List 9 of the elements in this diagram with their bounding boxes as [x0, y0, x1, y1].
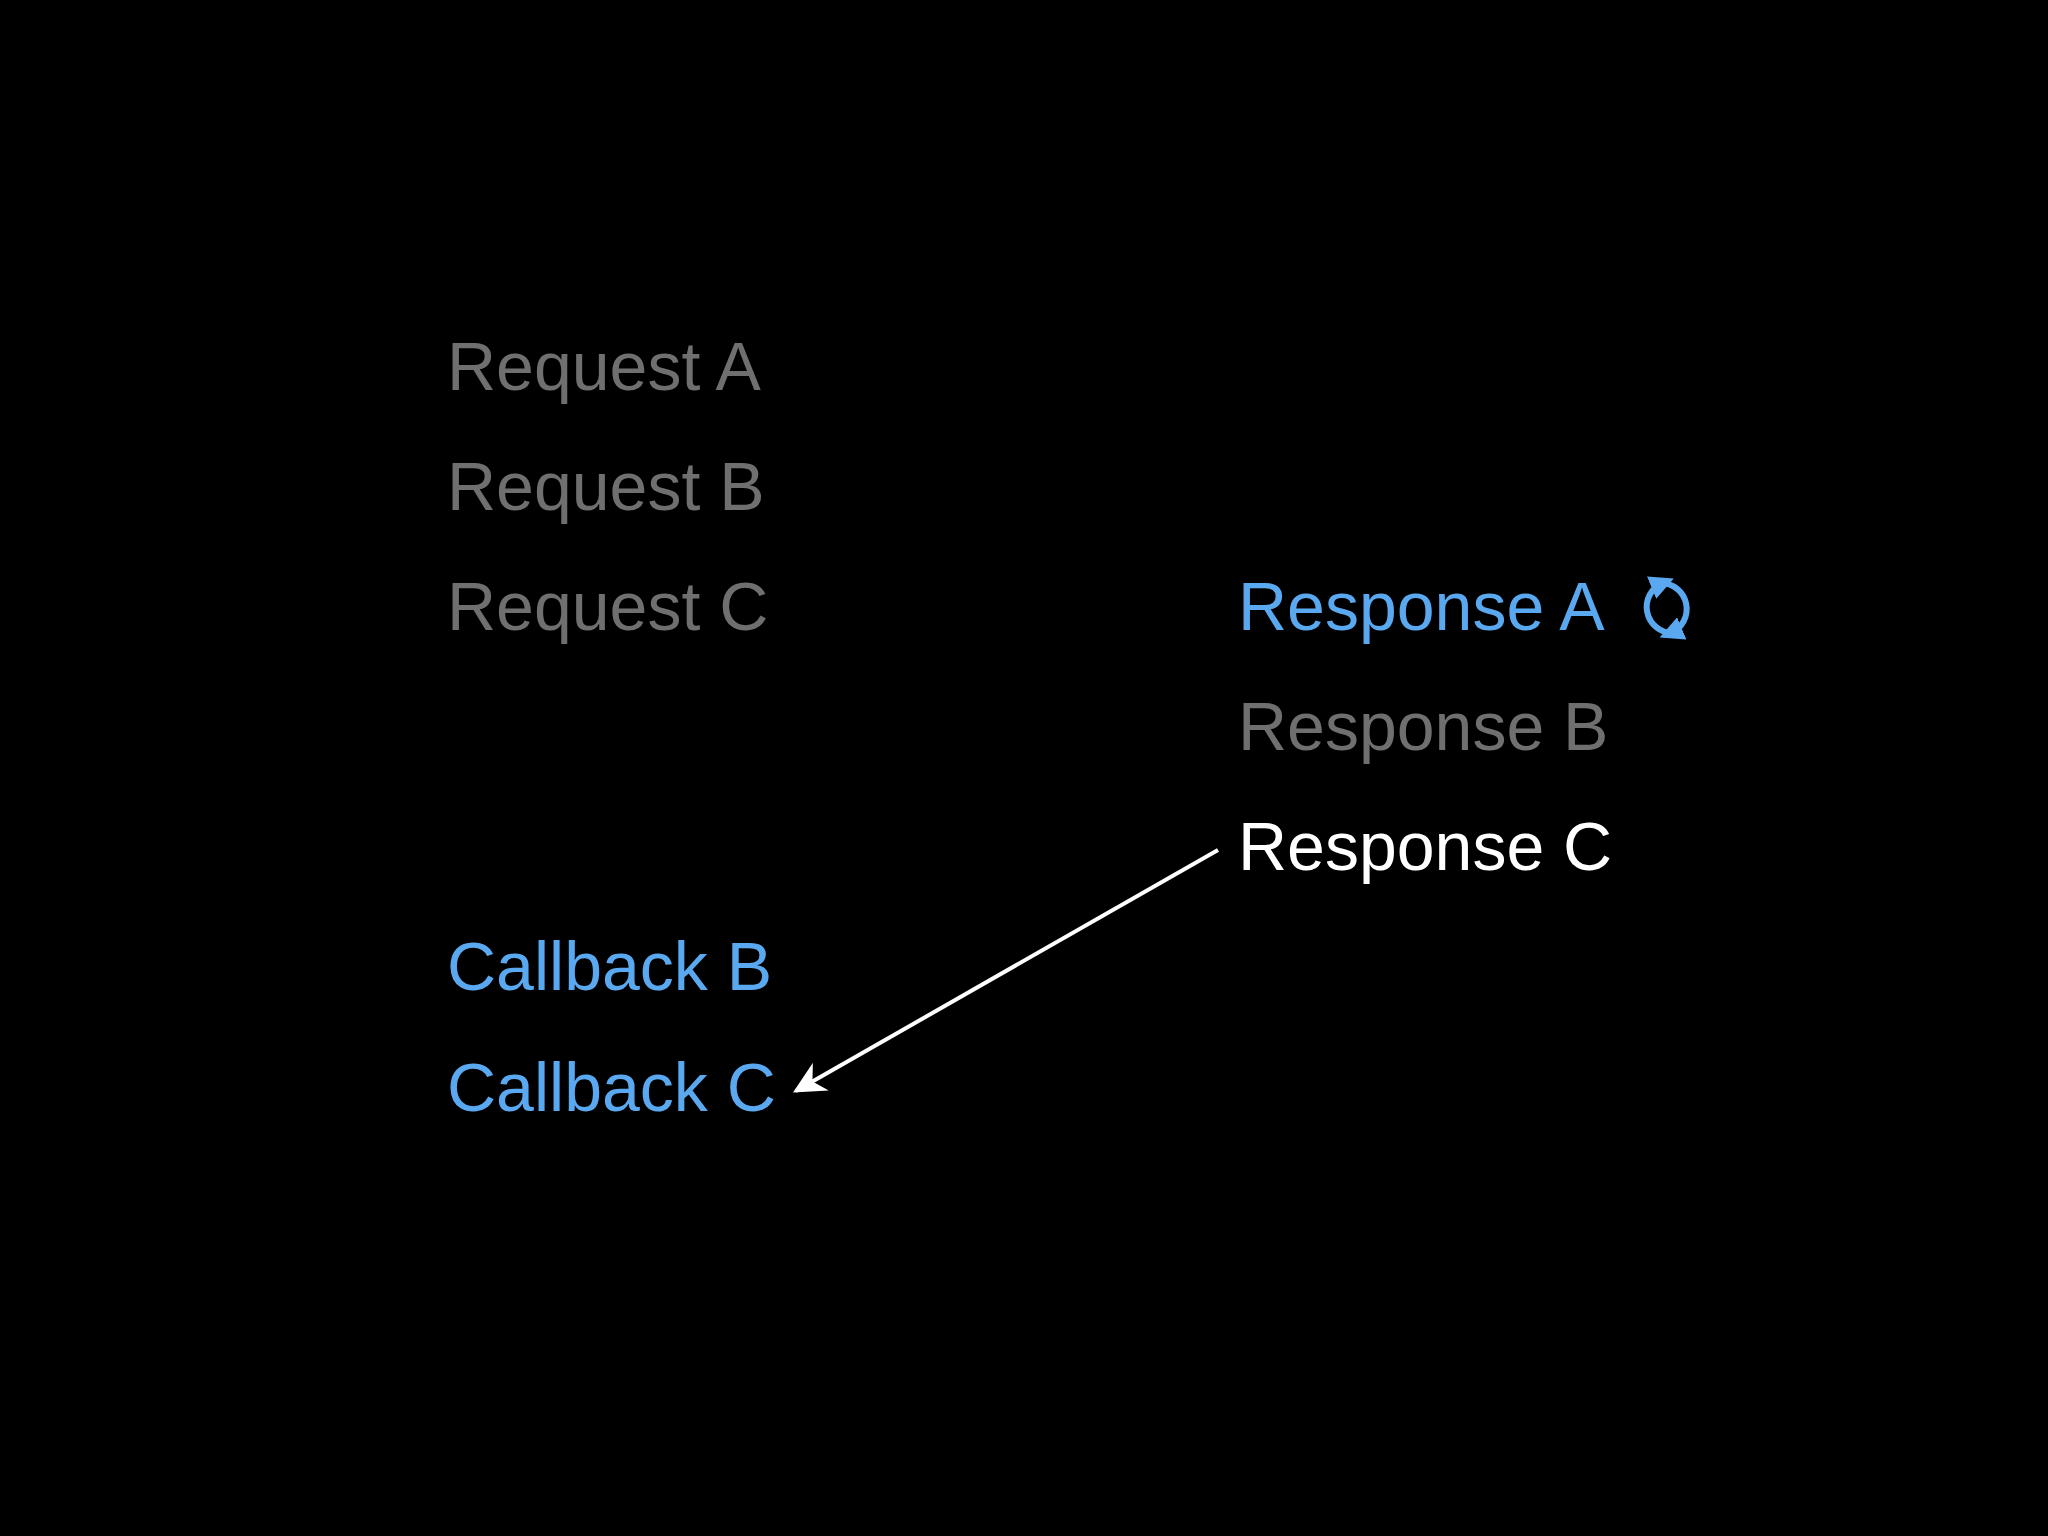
text-label: Request C [447, 567, 769, 646]
text-label: Response B [1238, 687, 1609, 766]
text-label: Response A [1238, 567, 1605, 646]
text-label: Callback B [447, 927, 773, 1006]
text-label: Request A [447, 327, 761, 406]
arrow [793, 848, 1219, 1093]
text-label: Response C [1238, 806, 1613, 886]
text-label: Request B [447, 447, 765, 526]
text-label: Callback C [447, 1047, 776, 1127]
